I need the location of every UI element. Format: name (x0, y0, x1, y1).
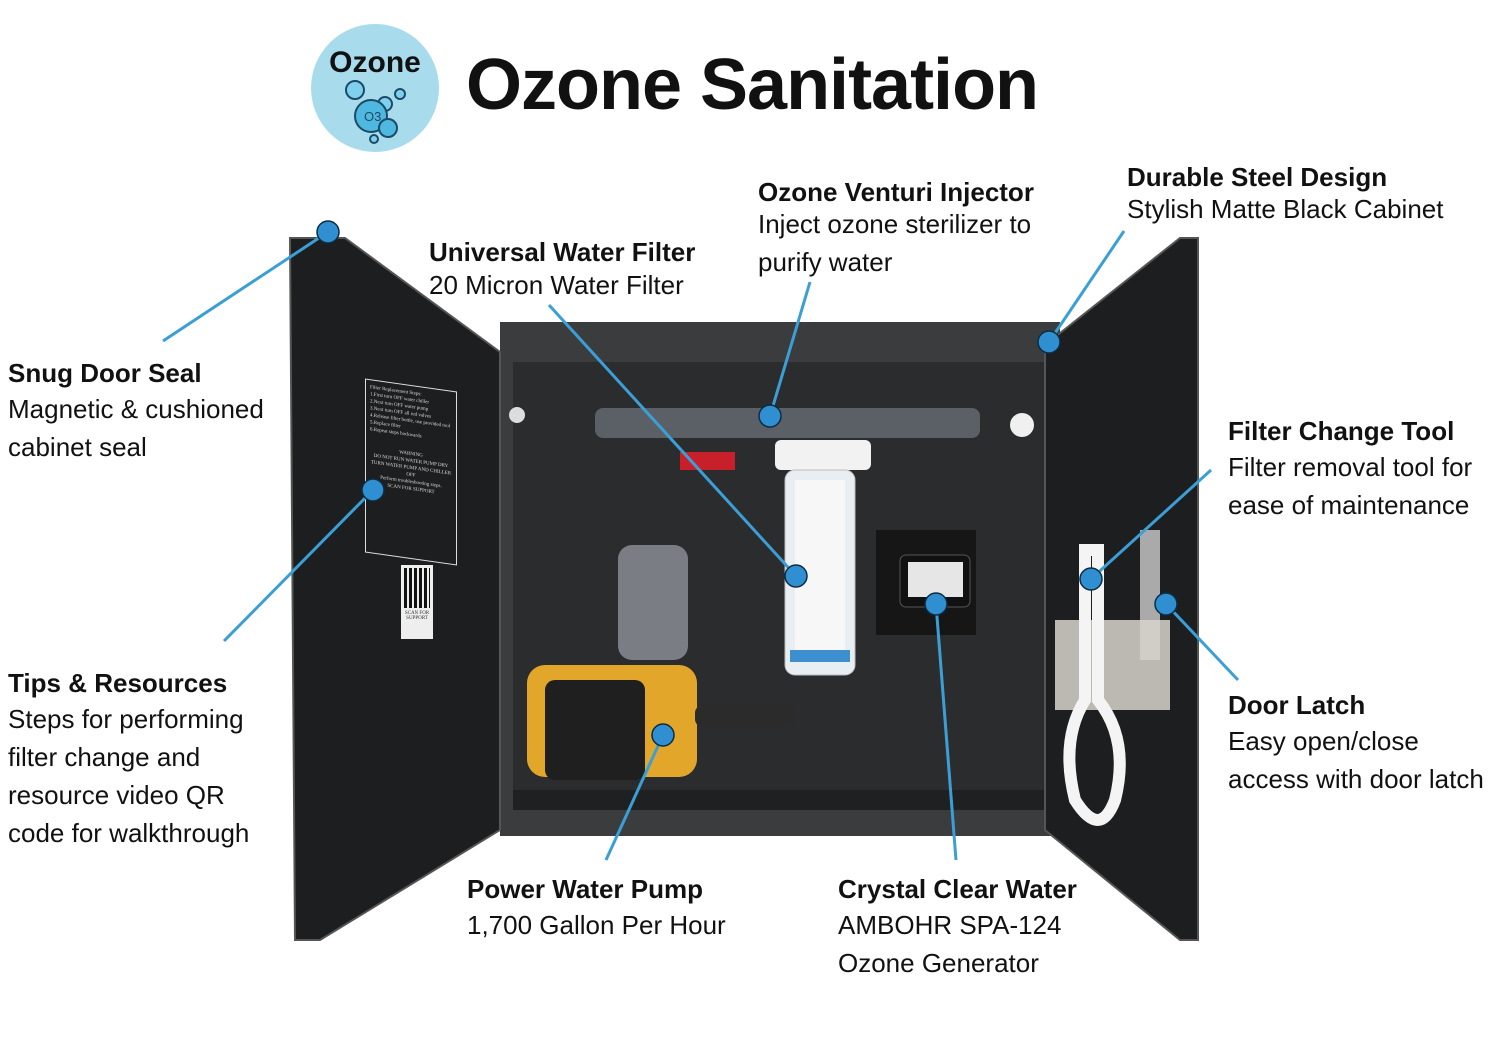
leader-ozone-gen (934, 603, 958, 861)
qr-label: SCAN FOR SUPPORT (404, 611, 430, 621)
ozone-logo: Ozone O3 (311, 24, 439, 152)
marker-filter-tool (1079, 567, 1103, 591)
callout-title: Ozone Venturi Injector (758, 177, 1034, 207)
callout-title: Durable Steel Design (1127, 162, 1388, 192)
callout-door-seal: Snug Door Seal Magnetic & cushioned cabi… (8, 356, 264, 466)
leader-steel (1047, 230, 1126, 343)
logo-text: Ozone (329, 46, 421, 79)
callout-steel: Durable Steel Design Stylish Matte Black… (1127, 160, 1443, 224)
leader-filter-tool (1089, 468, 1213, 581)
callout-filter-tool: Filter Change Tool Filter removal tool f… (1228, 414, 1472, 524)
callout-venturi: Ozone Venturi Injector Inject ozone ster… (758, 175, 1034, 281)
callout-title: Door Latch (1228, 690, 1366, 720)
callout-text: access with door latch (1228, 764, 1484, 794)
o3-label: O3 (364, 109, 381, 124)
callout-text: Magnetic & cushioned (8, 394, 264, 424)
leader-door-seal (162, 230, 329, 343)
callout-text: 1,700 Gallon Per Hour (467, 910, 726, 940)
marker-latch (1154, 592, 1178, 616)
left-door (288, 237, 501, 941)
callout-ozone-gen: Crystal Clear Water AMBOHR SPA-124 Ozone… (838, 872, 1077, 982)
marker-ozone-gen (924, 592, 948, 616)
pump-elbow (618, 545, 688, 660)
callout-latch: Door Latch Easy open/close access with d… (1228, 688, 1484, 798)
callout-text: filter change and (8, 742, 201, 772)
callout-text: Steps for performing (8, 704, 244, 734)
leader-tips (222, 488, 375, 643)
callout-text: purify water (758, 247, 893, 277)
callout-text: cabinet seal (8, 432, 147, 462)
marker-water-filter (784, 564, 808, 588)
callout-pump: Power Water Pump 1,700 Gallon Per Hour (467, 872, 726, 944)
callout-text: Stylish Matte Black Cabinet (1127, 194, 1444, 224)
callout-text: Inject ozone sterilizer to (758, 209, 1032, 239)
marker-venturi (758, 404, 782, 428)
venturi-pipe (595, 408, 980, 438)
page-title: Ozone Sanitation (466, 45, 1039, 125)
marker-steel (1037, 330, 1061, 354)
callout-water-filter: Universal Water Filter 20 Micron Water F… (429, 235, 695, 301)
callout-title: Filter Change Tool (1228, 416, 1455, 446)
qr-code[interactable]: SCAN FOR SUPPORT (401, 565, 433, 639)
right-door (1044, 237, 1199, 941)
callout-text: AMBOHR SPA-124 (838, 910, 1062, 940)
callout-title: Tips & Resources (8, 668, 228, 698)
marker-tips (361, 478, 385, 502)
callout-text: Filter removal tool for (1228, 452, 1473, 482)
callout-text: ease of maintenance (1228, 490, 1470, 520)
bubbles-icon: O3 (345, 80, 406, 144)
marker-door-seal (316, 220, 340, 244)
leader-pump (604, 734, 665, 861)
callout-title: Universal Water Filter (429, 237, 696, 267)
callout-text: Easy open/close (1228, 726, 1419, 756)
qr-pattern (404, 568, 430, 608)
leader-latch (1164, 602, 1240, 682)
callout-title: Power Water Pump (467, 874, 703, 904)
callout-text: code for walkthrough (8, 818, 250, 848)
callout-tips: Tips & Resources Steps for performing fi… (8, 666, 249, 852)
marker-pump (651, 723, 675, 747)
leader-water-filter (547, 303, 798, 578)
callout-text: 20 Micron Water Filter (429, 270, 684, 300)
callout-title: Snug Door Seal (8, 358, 202, 388)
callout-text: Ozone Generator (838, 948, 1039, 978)
callout-text: resource video QR (8, 780, 225, 810)
leader-venturi (768, 281, 812, 417)
filter-change-tool (1063, 544, 1126, 826)
tape (1055, 620, 1170, 710)
callout-title: Crystal Clear Water (838, 874, 1077, 904)
